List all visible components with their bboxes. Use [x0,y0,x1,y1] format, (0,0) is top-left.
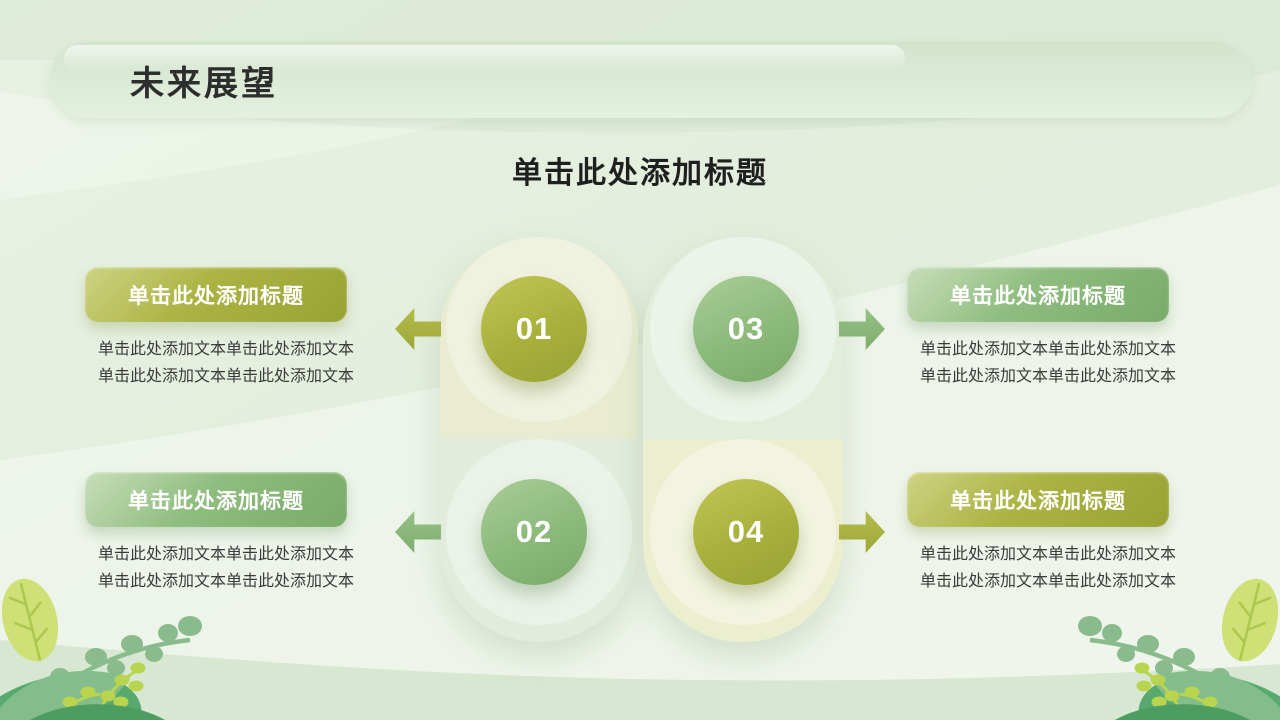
body-text-line: 单击此处添加文本单击此处添加文本 [97,573,354,590]
step-number: 03 [727,311,765,346]
slide-title-placeholder[interactable]: 单击此处添加标题 [512,157,768,190]
body-text-line: 单击此处添加文本单击此处添加文本 [97,341,354,358]
step-circle-01[interactable]: 01 [481,276,587,382]
item-body-text-04[interactable]: 单击此处添加文本单击此处添加文本 单击此处添加文本单击此处添加文本 [902,541,1194,595]
item-title-banner-01[interactable]: 单击此处添加标题 [85,267,347,322]
item-body-text-01[interactable]: 单击此处添加文本单击此处添加文本 单击此处添加文本单击此处添加文本 [80,336,372,390]
item-body-text-03[interactable]: 单击此处添加文本单击此处添加文本 单击此处添加文本单击此处添加文本 [902,336,1194,390]
body-text-line: 单击此处添加文本单击此处添加文本 [919,368,1176,385]
item-title-banner-04[interactable]: 单击此处添加标题 [907,472,1169,527]
body-text-line: 单击此处添加文本单击此处添加文本 [919,546,1176,563]
header-banner: 未来展望 [50,42,1252,118]
step-number: 01 [515,311,553,346]
body-text-line: 单击此处添加文本单击此处添加文本 [97,546,354,563]
step-circle-02[interactable]: 02 [481,479,587,585]
step-circle-04[interactable]: 04 [693,479,799,585]
body-text-line: 单击此处添加文本单击此处添加文本 [919,341,1176,358]
step-circle-03[interactable]: 03 [693,276,799,382]
plant-right-illustration [1078,578,1280,720]
item-body-text-02[interactable]: 单击此处添加文本单击此处添加文本 单击此处添加文本单击此处添加文本 [80,541,372,595]
body-text-line: 单击此处添加文本单击此处添加文本 [97,368,354,385]
step-number: 02 [515,514,553,549]
body-text-line: 单击此处添加文本单击此处添加文本 [919,573,1176,590]
plant-left-illustration [0,578,202,720]
item-title-banner-03[interactable]: 单击此处添加标题 [907,267,1169,322]
step-number: 04 [727,514,765,549]
slide-header-title[interactable]: 未来展望 [130,64,278,103]
item-title-banner-02[interactable]: 单击此处添加标题 [85,472,347,527]
